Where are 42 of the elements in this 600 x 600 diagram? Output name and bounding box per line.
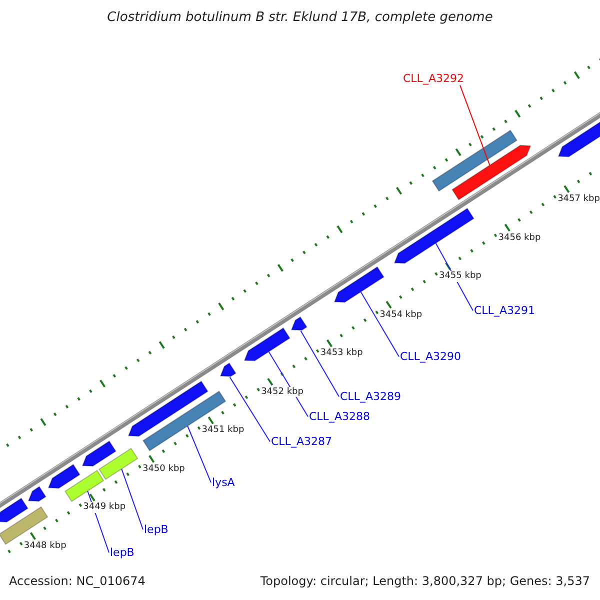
gene-block	[220, 362, 236, 377]
title: Clostridium botulinum B str. Eklund 17B, complete genome	[106, 10, 494, 26]
gene-block	[0, 498, 28, 522]
gene-label: lepB	[110, 546, 134, 560]
leader-line	[300, 330, 340, 398]
gene-block	[28, 486, 46, 502]
gene-label: CLL_A3288	[309, 410, 370, 424]
gene-label: CLL_A3289	[340, 390, 401, 404]
genome-summary: Topology: circular; Length: 3,800,327 bp; Genes: 3,537	[260, 574, 590, 588]
tick-label: 3453 kbp	[319, 348, 364, 359]
gene-block	[394, 208, 474, 264]
gene-label: CLL_A3291	[474, 304, 535, 318]
gene-label: CLL_A3287	[271, 435, 332, 448]
leader-line	[360, 291, 400, 358]
gene-block	[452, 144, 532, 200]
gene-bar	[98, 448, 138, 480]
tick-label: 3455 kbp	[438, 271, 482, 282]
gene-label: lysA	[212, 476, 235, 490]
gene-block	[82, 440, 116, 467]
tick-label: 3451 kbp	[200, 425, 246, 436]
leader-line	[229, 376, 270, 442]
gene-block	[48, 464, 80, 489]
tick-label: 3456 kbp	[497, 232, 542, 244]
gene-label: CLL_A3292	[403, 72, 464, 86]
gene-block	[244, 327, 290, 362]
accession-text: Accession: NC_010674	[9, 574, 146, 588]
tick-label: 3452 kbp	[260, 386, 304, 398]
leader-line	[121, 468, 144, 530]
gene-bar	[142, 390, 226, 452]
tick-label: 3457 kbp	[556, 194, 600, 205]
gene-block	[334, 266, 384, 303]
tick-label: 3454 kbp	[378, 310, 424, 320]
tick-label: 3449 kbp	[82, 502, 127, 514]
leader-line	[460, 84, 490, 166]
leader-line	[187, 426, 212, 484]
gene-label: CLL_A3290	[400, 350, 461, 364]
tick-label: 3448 kbp	[22, 540, 68, 552]
tick-label: 3450 kbp	[141, 464, 186, 475]
gene-bar	[432, 130, 518, 192]
gene-block	[290, 316, 308, 331]
gene-label: lepB	[144, 523, 168, 536]
gene-bar	[64, 470, 104, 502]
